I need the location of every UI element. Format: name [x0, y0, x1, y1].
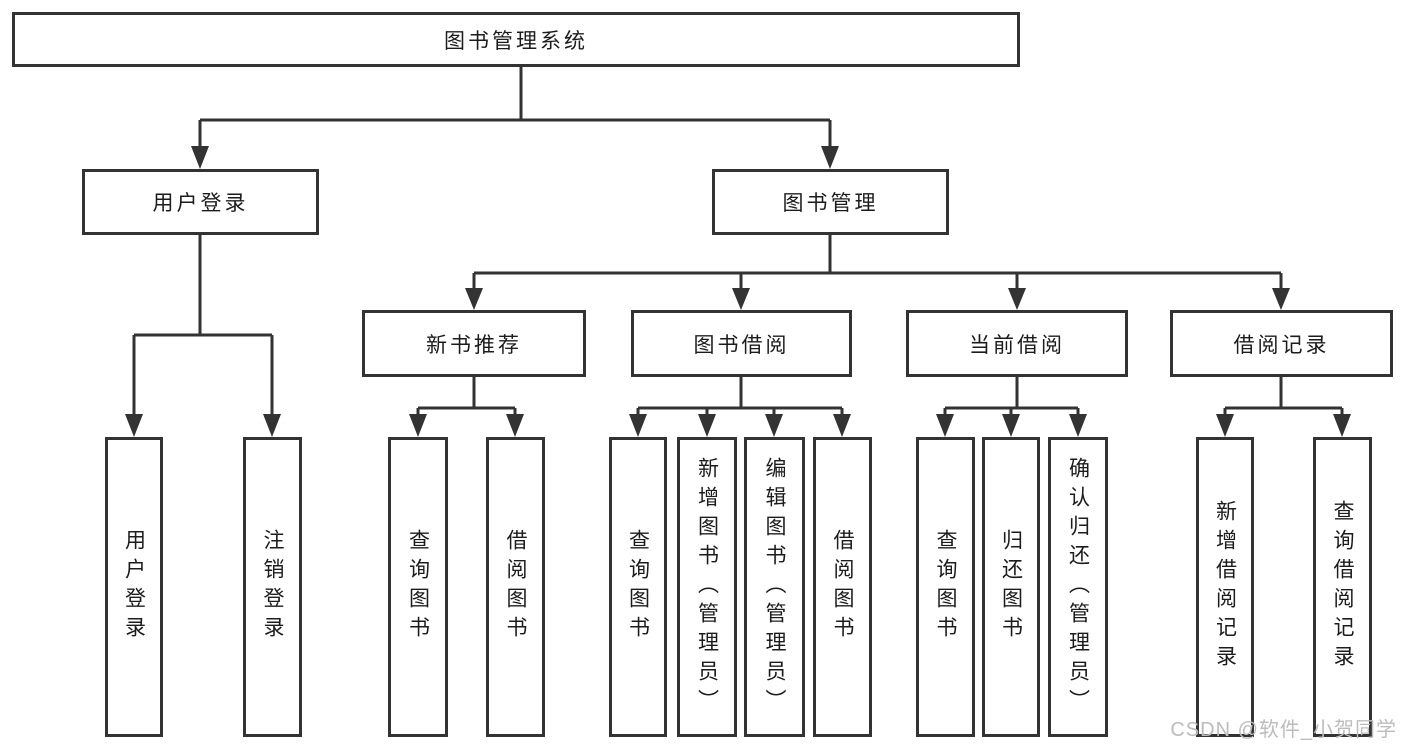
leaf-bb-query-book: 查询图书	[609, 437, 667, 737]
leaf-cb-return-book: 归还图书	[982, 437, 1040, 737]
leaf-user-login: 用户登录	[105, 437, 163, 737]
leaf-rec-query-book: 查询图书	[388, 437, 448, 737]
node-label: 图书管理系统	[444, 29, 588, 53]
node-borrow-record: 借阅记录	[1170, 310, 1393, 377]
leaf-bb-edit-book-admin: 编辑图书（管理员）	[744, 437, 805, 737]
node-label: 当前借阅	[969, 333, 1065, 357]
csdn-watermark: CSDN @软件_小贺同学	[1170, 719, 1397, 741]
node-label: 新增借阅记录	[1213, 500, 1237, 674]
node-book-management: 图书管理	[712, 169, 949, 235]
arrowhead-icons	[125, 146, 1351, 437]
node-label: 图书借阅	[693, 333, 790, 357]
leaf-logout: 注销登录	[243, 437, 302, 737]
leaf-cb-query-book: 查询图书	[916, 437, 975, 737]
node-label: 借阅记录	[1233, 333, 1330, 357]
leaf-br-query-record: 查询借阅记录	[1313, 437, 1372, 737]
node-label: 新书推荐	[426, 333, 522, 357]
node-label: 图书管理	[782, 192, 879, 215]
node-label: 用户登录	[122, 529, 146, 645]
node-label: 编辑图书（管理员）	[763, 456, 786, 718]
node-label: 新增图书（管理员）	[695, 456, 719, 718]
leaf-rec-borrow-book: 借阅图书	[486, 437, 545, 737]
leaf-br-add-record: 新增借阅记录	[1196, 437, 1254, 737]
node-label: 确认归还（管理员）	[1066, 456, 1090, 718]
node-label: 查询借阅记录	[1331, 500, 1354, 674]
node-new-book-recommend: 新书推荐	[362, 310, 586, 377]
node-label: 借阅图书	[504, 529, 527, 645]
node-current-borrow: 当前借阅	[906, 310, 1128, 377]
leaf-bb-borrow-book: 借阅图书	[813, 437, 872, 737]
leaf-bb-add-book-admin: 新增图书（管理员）	[677, 437, 737, 737]
node-book-borrow: 图书借阅	[631, 310, 852, 377]
node-label: 用户登录	[152, 192, 249, 215]
node-label: 查询图书	[406, 529, 430, 645]
node-label: 归还图书	[999, 529, 1023, 645]
node-label: 借阅图书	[831, 529, 854, 645]
node-user-login: 用户登录	[82, 169, 319, 235]
node-label: 查询图书	[626, 529, 650, 645]
leaf-cb-confirm-return-admin: 确认归还（管理员）	[1048, 437, 1108, 737]
node-label: 查询图书	[934, 529, 957, 645]
node-root: 图书管理系统	[12, 12, 1020, 67]
node-label: 注销登录	[261, 529, 284, 645]
